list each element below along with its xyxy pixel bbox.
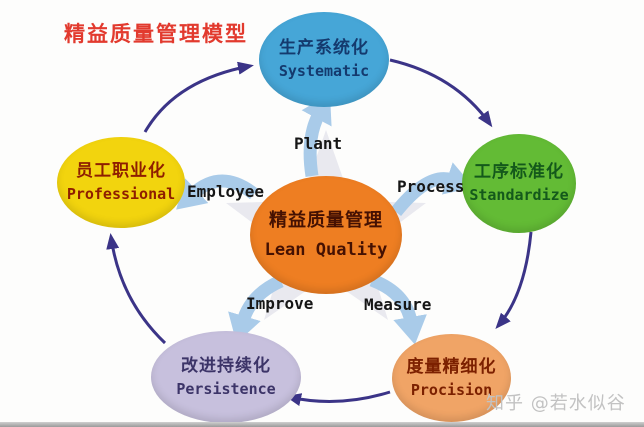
spoke-label-improve: Improve xyxy=(246,294,314,313)
node-persistence: 改进持续化 Persistence xyxy=(151,331,301,423)
node-professional-zh: 员工职业化 xyxy=(76,161,166,181)
node-systematic: 生产系统化 Systematic xyxy=(259,12,389,107)
diagram-title: 精益质量管理模型 xyxy=(64,22,248,46)
spoke-label-measure: Measure xyxy=(364,295,432,314)
node-lean-quality: 精益质量管理 Lean Quality xyxy=(250,176,402,294)
node-standardize: 工序标准化 Standardize xyxy=(462,134,576,233)
node-systematic-zh: 生产系统化 xyxy=(279,38,369,58)
node-standardize-zh: 工序标准化 xyxy=(474,162,564,182)
cycle-arrow-systematic-to-standardize xyxy=(389,58,493,128)
cycle-arrow-professional-to-systematic xyxy=(143,61,254,133)
spoke-label-plant: Plant xyxy=(294,134,343,153)
spoke-label-employee: Employee xyxy=(187,182,265,201)
node-systematic-en: Systematic xyxy=(278,62,370,80)
image-bottom-edge xyxy=(0,422,644,427)
node-professional-en: Professional xyxy=(66,185,176,203)
cycle-arrow-standardize-to-procision xyxy=(495,231,533,330)
spoke-label-process: Process xyxy=(397,177,465,196)
node-procision-en: Procision xyxy=(410,380,493,399)
cycle-arrow-procision-to-persistence xyxy=(285,390,391,406)
node-lean-quality-zh: 精益质量管理 xyxy=(269,209,383,231)
node-persistence-zh: 改进持续化 xyxy=(181,355,271,376)
cycle-arrow-persistence-to-professional xyxy=(106,233,167,345)
node-procision-zh: 度量精细化 xyxy=(406,356,497,377)
node-lean-quality-en: Lean Quality xyxy=(264,239,388,260)
node-professional: 员工职业化 Professional xyxy=(57,137,185,228)
spoke-arrow-measure xyxy=(369,273,427,345)
spoke-arrow-improve xyxy=(228,275,284,344)
spoke-arrow-plant xyxy=(301,93,332,178)
watermark: 知乎 @若水似谷 xyxy=(486,393,626,414)
node-persistence-en: Persistence xyxy=(176,379,276,398)
node-standardize-en: Standardize xyxy=(469,186,569,204)
spoke-arrow-process xyxy=(390,162,474,217)
node-procision: 度量精细化 Procision xyxy=(392,334,511,422)
spoke-arrow-employee xyxy=(176,174,259,210)
